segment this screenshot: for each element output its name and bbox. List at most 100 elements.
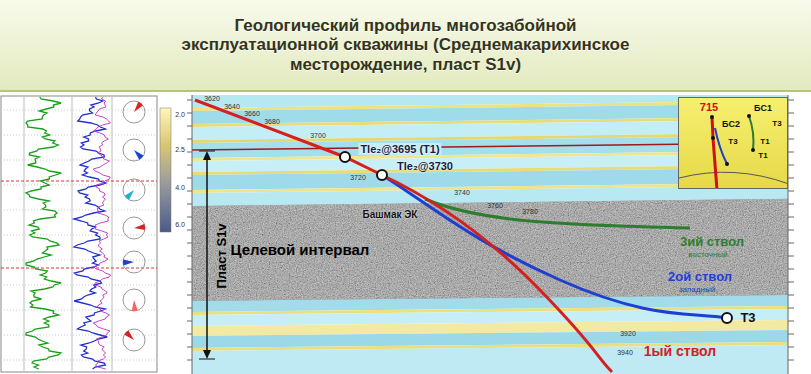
depth-mark: 3620 (204, 95, 220, 103)
axis-tick (788, 113, 794, 114)
depth-mark: 3780 (522, 208, 538, 216)
sidetrack-label: БС1 (754, 104, 772, 114)
rose-circle (123, 139, 145, 161)
axis-tick (187, 100, 192, 101)
well-dot (725, 162, 729, 166)
ground (0, 92, 811, 374)
axis-tick (788, 295, 794, 296)
axis-tick (187, 230, 192, 231)
axis-tick (788, 256, 794, 257)
log-curve (93, 97, 110, 369)
axis-tick (187, 243, 192, 244)
depth-mark: 3740 (454, 189, 470, 197)
rose-circle (123, 289, 145, 311)
sidetrack-label: БС2 (722, 120, 740, 130)
casing-shoe-label: Башмак ЭК (363, 209, 418, 220)
axis-tick (788, 230, 794, 231)
rose-diagram (123, 139, 145, 161)
well-trace (749, 116, 754, 150)
wellbore-sublabel: западный (679, 286, 715, 295)
axis-tick (788, 152, 794, 153)
rose-wedge (134, 102, 143, 112)
well-dot (710, 115, 714, 119)
depth-mark: 3700 (310, 132, 326, 140)
rose-diagram (123, 179, 145, 201)
axis-tick (788, 321, 794, 322)
scale-value: 4.0 (175, 184, 185, 192)
title-text: Геологический профиль многозабойной эксп… (156, 16, 656, 75)
axis-tick (788, 334, 794, 335)
axis-tick (788, 360, 794, 361)
rose-diagram (123, 329, 145, 351)
plot-axis (192, 95, 193, 374)
axis-tick (187, 113, 192, 114)
rose-wedge (123, 259, 134, 265)
rose-diagram (123, 251, 145, 273)
axis-tick (187, 217, 192, 218)
axis-tick (187, 308, 192, 309)
target-interval-texture (192, 199, 788, 301)
axis-tick (788, 269, 794, 270)
point-label: T1 (758, 152, 767, 161)
point-label: Tle₂@3695 (T1) (358, 143, 441, 155)
well-trace (712, 117, 717, 189)
axis-tick (187, 269, 192, 270)
wellbore-1 (195, 100, 612, 372)
scale-value: 2.5 (175, 146, 185, 154)
log-curve (26, 97, 61, 369)
axis-tick (187, 178, 192, 179)
wellbore-sublabel: восточный (688, 251, 727, 260)
well-dot (747, 114, 751, 118)
axis-tick (187, 126, 192, 127)
wellbore-label: 3ий ствол (680, 235, 744, 249)
rose-circle (123, 179, 145, 201)
axis-tick (187, 360, 192, 361)
well-dot (751, 148, 755, 152)
axis-tick (788, 126, 794, 127)
rose-diagram (123, 101, 145, 123)
point-label: T3 (728, 138, 737, 147)
contour-line (679, 172, 788, 184)
depth-mark: 3940 (617, 349, 633, 357)
wellbore-2 (382, 175, 727, 318)
axis-tick (788, 165, 794, 166)
rose-circle (123, 101, 145, 123)
rose-circle (123, 251, 145, 273)
rose-wedge (124, 331, 134, 340)
point-label: T3 (740, 311, 755, 325)
axis-tick (187, 256, 192, 257)
axis-tick (187, 347, 192, 348)
axis-tick (788, 217, 794, 218)
color-scale-bar (160, 108, 171, 232)
well-point (377, 170, 387, 180)
axis-tick (788, 347, 794, 348)
log-grid (1, 135, 157, 136)
arrow-tick (199, 359, 215, 360)
thickness-arrow (199, 151, 215, 359)
point-label: T1 (760, 138, 769, 147)
formation-label: Пласт S1v (215, 223, 229, 288)
point-label: Tle₂@3730 (397, 160, 453, 172)
well-point (340, 152, 350, 162)
track-divider (24, 96, 25, 372)
target-interval-band (192, 199, 788, 301)
log-grid (1, 210, 157, 211)
log-grid (1, 185, 157, 186)
axis-tick (187, 152, 192, 153)
rose-wedge (125, 190, 134, 200)
depth-mark: 3640 (224, 103, 240, 111)
wellbore-label: 1ый ствол (644, 344, 716, 359)
axis-tick (788, 308, 794, 309)
axis-tick (788, 178, 794, 179)
depth-mark: 3760 (487, 202, 503, 210)
log-grid (1, 335, 157, 336)
log-grid (1, 285, 157, 286)
axis-tick (187, 139, 192, 140)
interval-label: Целевой интервал (231, 242, 370, 259)
well-number: 715 (700, 101, 718, 113)
marker-line (1, 181, 157, 182)
axis-tick (788, 139, 794, 140)
axis-tick (187, 334, 192, 335)
axis-tick (187, 191, 192, 192)
rose-diagram (123, 289, 145, 311)
